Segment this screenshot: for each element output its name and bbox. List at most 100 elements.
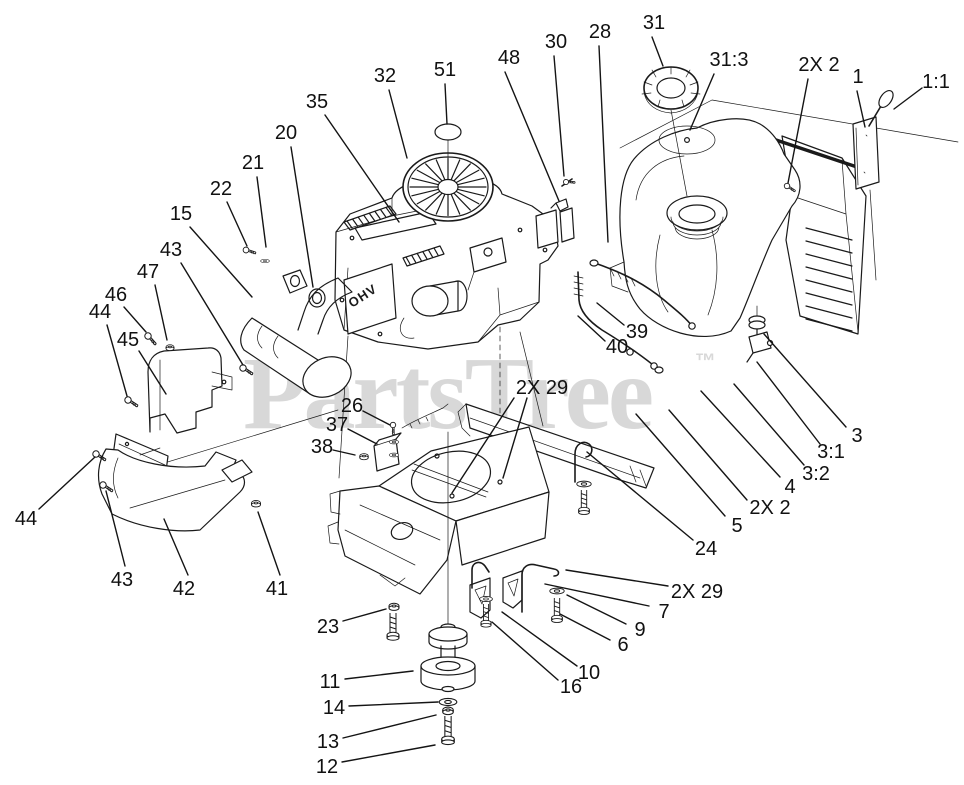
carb-port (483, 247, 493, 257)
shield-tab (221, 459, 253, 483)
grille-line (374, 210, 381, 220)
louver-slat (805, 227, 853, 241)
plate-screw (497, 479, 503, 485)
watermark-tm: ™ (695, 350, 716, 373)
callout-13: 13 (317, 731, 339, 753)
callout-4: 4 (784, 476, 795, 498)
starter-face (411, 285, 449, 317)
fan-spoke (450, 193, 461, 215)
grille-line (368, 212, 375, 221)
frame-right-wall (455, 491, 550, 566)
leader-35 (324, 114, 400, 223)
heat-shield-lower-lines (113, 447, 226, 509)
filler-neck (666, 195, 728, 231)
callout-3:2: 3:2 (802, 463, 830, 485)
louver-slat (805, 318, 853, 332)
bolt-9 (578, 489, 590, 515)
exhaust-flange-hole (289, 274, 301, 288)
engine-bolt-dot (517, 227, 523, 233)
leader-2X2 (787, 78, 809, 184)
callout-1: 1 (852, 66, 863, 88)
fan-spoke (425, 192, 443, 211)
cap-centerline (670, 109, 688, 197)
leader-3:1 (756, 361, 821, 445)
fan-spoke (411, 177, 440, 186)
clip-48 (550, 198, 569, 212)
callout-48: 48 (498, 47, 520, 69)
leader-43 (180, 262, 244, 366)
callout-12: 12 (316, 756, 338, 778)
leader-48 (504, 71, 560, 202)
washer-2x29-a (576, 480, 592, 488)
fan-spoke (455, 169, 480, 184)
grille-line (422, 251, 428, 260)
fuel-line-lower-spring (573, 275, 584, 297)
j-bolt-7 (521, 563, 560, 613)
louver-slat (805, 240, 853, 254)
leader-9 (566, 594, 627, 625)
callout-43: 43 (111, 569, 133, 591)
grille-line (385, 207, 392, 216)
callout-35: 35 (306, 91, 328, 113)
grille-line (357, 216, 364, 225)
carburetor (469, 237, 507, 273)
leader-4 (700, 390, 781, 478)
j-bolt-7b (471, 561, 490, 589)
leader-47 (154, 284, 168, 341)
louver-slat (805, 292, 853, 306)
callout-37: 37 (326, 414, 348, 436)
louvered-panel-inner (791, 159, 859, 333)
callout-9: 9 (634, 619, 645, 641)
engine-assembly: OHV (334, 123, 577, 350)
leader-44 (38, 456, 96, 510)
fan-spokes (409, 157, 487, 217)
leader-20 (290, 146, 314, 288)
fuel-line-lower-fitting (654, 366, 664, 374)
fuel-valve (746, 305, 774, 363)
bracket-screw-dot (124, 441, 130, 447)
engine-duct (535, 207, 575, 249)
leader-2X29 (502, 397, 528, 479)
frame-bracket-b-hole (507, 578, 519, 597)
louver-lines (805, 227, 853, 332)
leader-37 (347, 428, 378, 445)
washer-14a (438, 697, 458, 707)
leader-51 (444, 83, 448, 125)
hardware (386, 441, 593, 746)
fan-spoke (416, 190, 441, 205)
leader-13 (342, 714, 437, 739)
leader-30 (553, 55, 565, 177)
leader-14 (348, 701, 439, 707)
fan-spoke (425, 163, 443, 182)
engine-detail-lines (400, 271, 475, 339)
throttle-knob (878, 90, 894, 108)
cap-target-oval (658, 125, 716, 155)
fuel-lines (573, 259, 774, 374)
pulley-stack (420, 623, 476, 693)
leader-31:3 (689, 73, 715, 131)
callout-14: 14 (323, 697, 345, 719)
callout-16: 16 (560, 676, 582, 698)
align-line-right (519, 331, 544, 427)
heat-shield-upper (147, 347, 223, 434)
leader-1 (856, 90, 866, 128)
callout-2X2: 2X 2 (749, 497, 790, 519)
nut-38 (359, 453, 369, 461)
cable-spring (401, 403, 449, 429)
leader-39 (596, 302, 625, 326)
callout-3: 3 (851, 425, 862, 447)
engine-grille-lower (402, 245, 445, 267)
bolt-23 (386, 612, 400, 641)
leader-1:1 (893, 87, 923, 110)
exhaust-gasket-hole (311, 291, 323, 305)
leader-28 (598, 45, 609, 243)
heat-shield-upper-flange (159, 359, 233, 431)
leader-26 (362, 410, 391, 426)
leader-38 (332, 449, 356, 456)
frame-oval-hole (390, 521, 414, 541)
fan-spoke (456, 177, 485, 186)
leader-10 (501, 611, 578, 667)
leader-3:2 (733, 383, 805, 466)
grille-line (346, 220, 353, 229)
callout-26: 26 (341, 395, 363, 417)
